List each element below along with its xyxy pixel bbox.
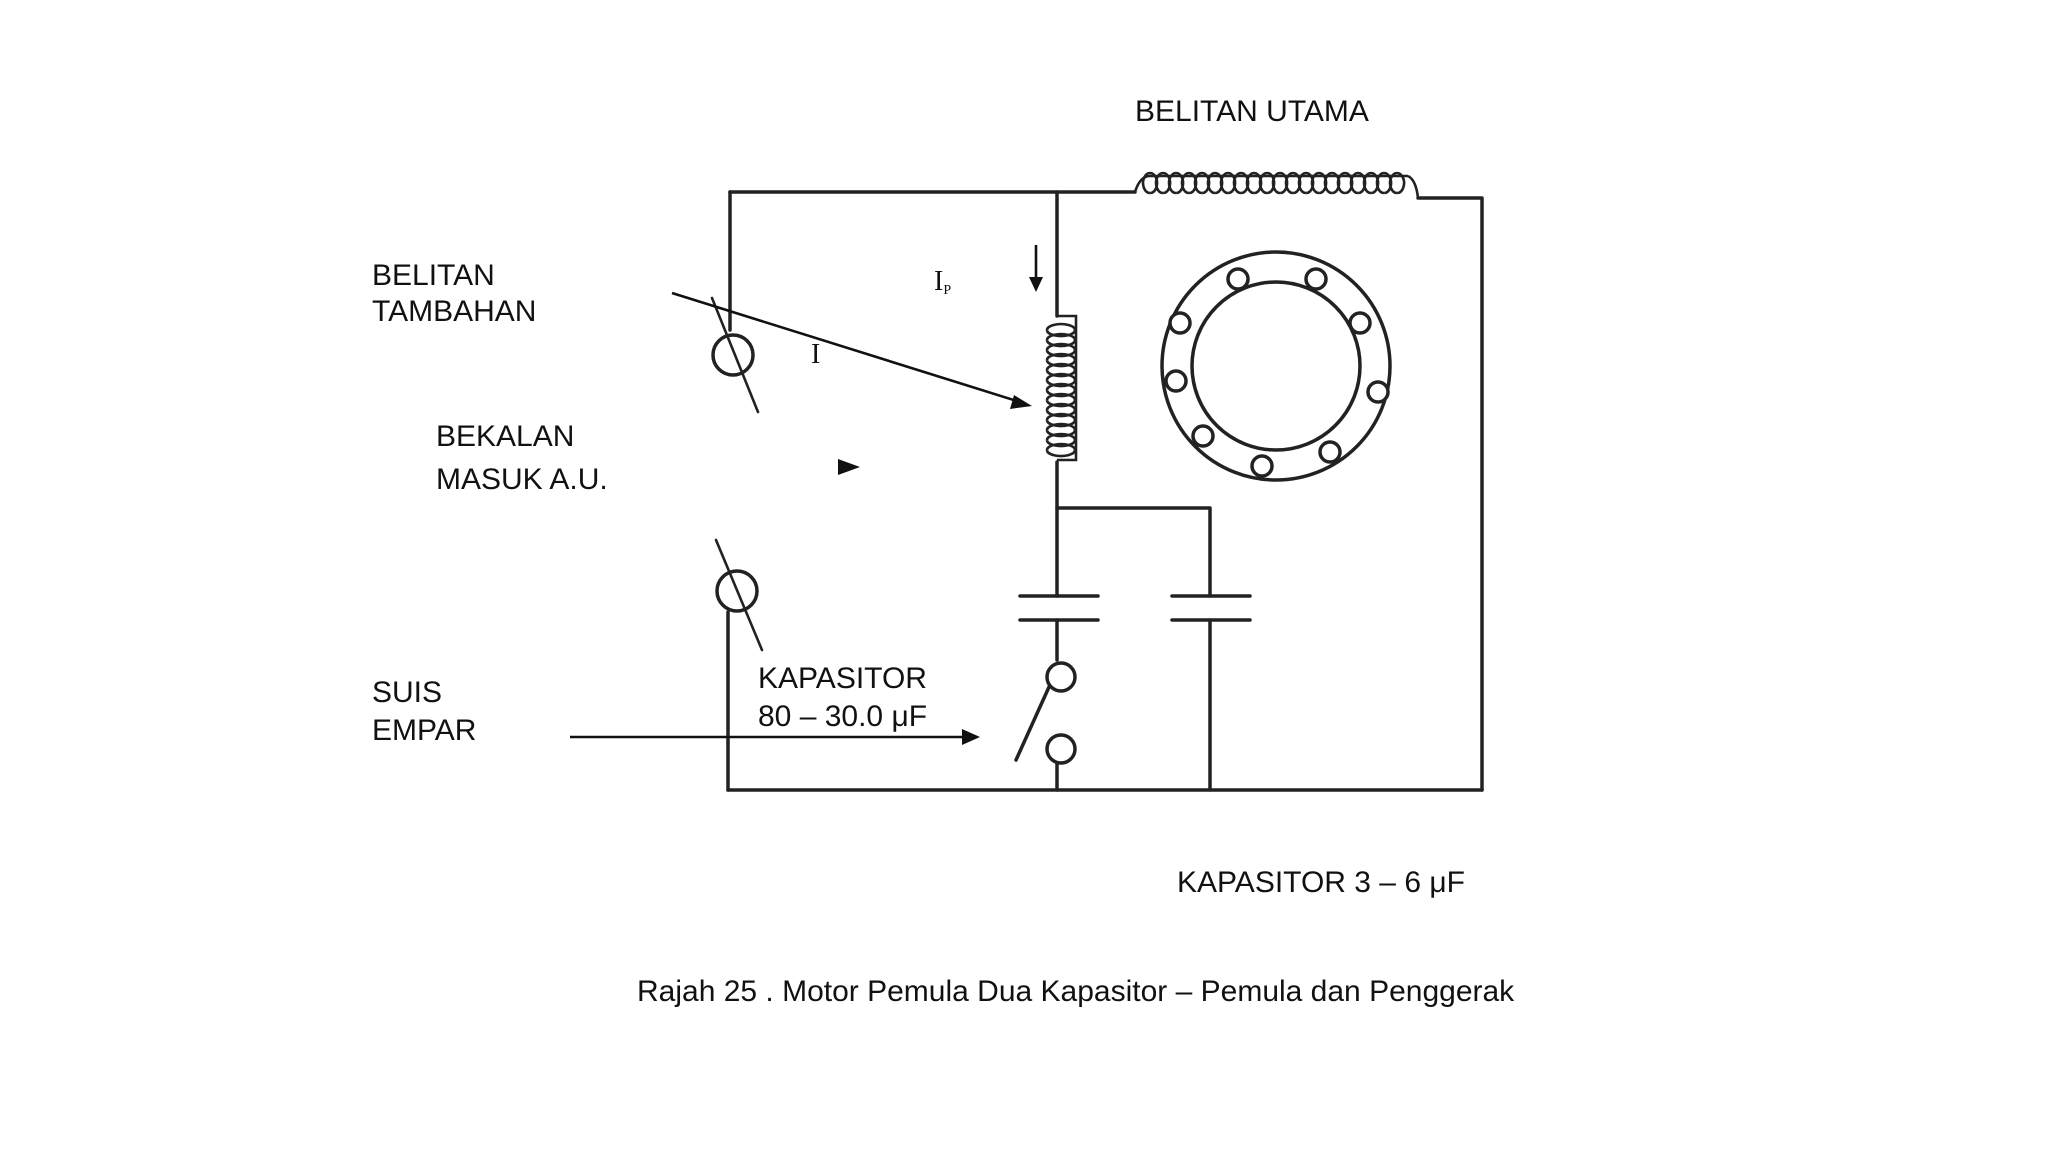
figure-caption: Rajah 25 . Motor Pemula Dua Kapasitor – … (637, 975, 1515, 1008)
switch-label-line2: EMPAR (372, 714, 476, 747)
aux-winding-coil (1045, 314, 1078, 462)
supply-label-line1: BEKALAN (436, 420, 574, 453)
supply-label-line2: MASUK A.U. (436, 463, 608, 496)
switch-pointer-arrow (570, 729, 980, 745)
start-capacitor-label-line2: 80 – 30.0 μF (758, 700, 927, 733)
ip-current-subscript: P (943, 283, 951, 298)
aux-winding-label-line1: BELITAN (372, 259, 495, 292)
run-capacitor-label: KAPASITOR 3 – 6 μF (1177, 866, 1465, 899)
start-capacitor-symbol (1018, 594, 1100, 622)
supply-terminal-lower (714, 538, 764, 652)
i-current-label: I (811, 339, 820, 370)
ip-current-label: IP (934, 266, 951, 298)
start-capacitor-label-line1: KAPASITOR (758, 662, 927, 695)
ip-current-letter: I (934, 266, 943, 297)
switch-label-line1: SUIS (372, 676, 442, 709)
ip-current-arrow (1029, 245, 1043, 292)
run-capacitor-symbol (1170, 594, 1252, 622)
centrifugal-switch-symbol (1014, 661, 1077, 765)
run-cap-branch (1055, 506, 1212, 598)
supply-direction-arrow (838, 459, 860, 475)
aux-winding-label-line2: TAMBAHAN (372, 295, 536, 328)
rotor-stator-icon (1160, 250, 1392, 482)
main-winding-label: BELITAN UTAMA (1135, 95, 1369, 128)
top-right-wire (1416, 196, 1484, 792)
supply-terminal-upper (710, 296, 760, 414)
main-winding-coil (1133, 171, 1420, 199)
circuit-wires (726, 190, 1484, 792)
aux-winding-pointer-arrow (671, 291, 1032, 409)
